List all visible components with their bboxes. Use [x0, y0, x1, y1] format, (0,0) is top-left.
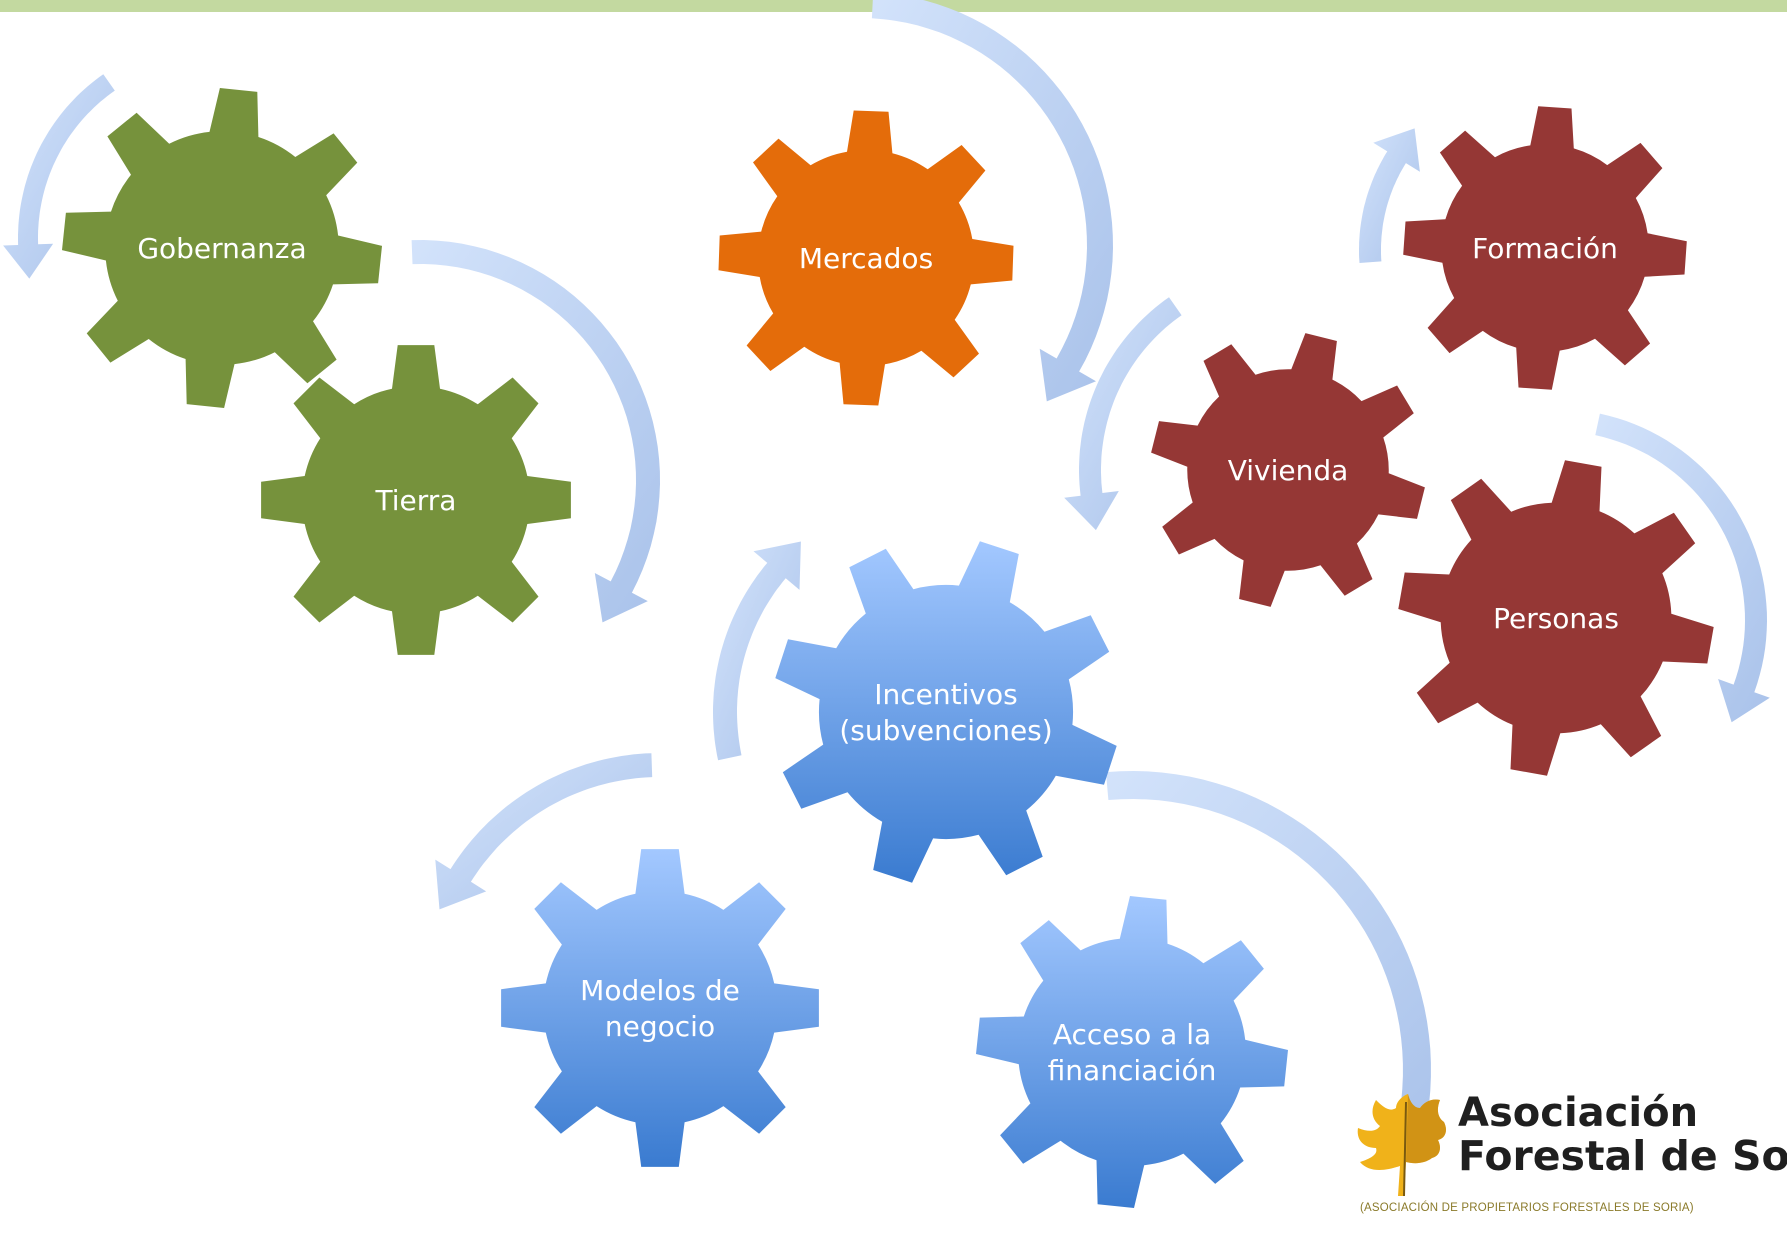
arrow-personas-icon: [1595, 413, 1770, 723]
gear-label-modelos: Modelos de: [580, 974, 740, 1007]
gear-icon: [62, 88, 382, 408]
gear-icon: [1398, 460, 1714, 776]
gear-tierra: Tierra: [261, 345, 571, 655]
arrow-incentivos-icon: [713, 541, 801, 761]
arrow-formacion-icon: [1359, 128, 1420, 263]
cycle-arrows: [3, 0, 1770, 1137]
association-logo: Asociación Forestal de Soria (ASOCIACIÓN…: [1348, 1090, 1787, 1232]
arrow-mercados-icon: [871, 0, 1113, 402]
gear-icon: [1151, 333, 1425, 607]
gear-personas: Personas: [1398, 460, 1714, 776]
arrow-gobernanza-icon: [3, 74, 115, 279]
gear-label-mercados: Mercados: [799, 242, 933, 275]
gear-label-tierra: Tierra: [375, 484, 457, 517]
gear-icon: [775, 541, 1117, 883]
arrow-vivienda-icon: [1064, 297, 1182, 531]
logo-title-line2: Forestal de Soria: [1458, 1132, 1787, 1180]
logo-tagline: (ASOCIACIÓN DE PROPIETARIOS FORESTALES D…: [1360, 1202, 1694, 1214]
gear-label-modelos: negocio: [605, 1010, 715, 1043]
gear-label-acceso: Acceso a la: [1053, 1018, 1211, 1051]
arrow-acceso-icon: [1105, 771, 1445, 1137]
gear-label-incentivos: Incentivos: [874, 678, 1017, 711]
gear-vivienda: Vivienda: [1151, 333, 1425, 607]
gear-mercados: Mercados: [718, 110, 1014, 406]
logo-title-line1: Asociación: [1458, 1090, 1699, 1136]
gear-label-gobernanza: Gobernanza: [137, 232, 306, 265]
gear-icon: [1403, 106, 1687, 390]
arrow-modelos-icon: [435, 753, 653, 910]
arrow-tierra-icon: [411, 240, 660, 623]
gear-icon: [501, 849, 819, 1167]
gear-formacion: Formación: [1403, 106, 1687, 390]
gear-incentivos: Incentivos(subvenciones): [775, 541, 1117, 883]
gear-icon: [976, 896, 1288, 1208]
gear-icon: [718, 110, 1014, 406]
gear-label-personas: Personas: [1493, 602, 1619, 635]
oak-leaf-icon: [1357, 1094, 1446, 1197]
gear-icon: [261, 345, 571, 655]
gear-label-incentivos: (subvenciones): [839, 714, 1052, 747]
gear-label-vivienda: Vivienda: [1228, 454, 1349, 487]
gear-label-formacion: Formación: [1472, 232, 1618, 265]
gear-label-acceso: financiación: [1048, 1054, 1217, 1087]
gear-gobernanza: Gobernanza: [62, 88, 382, 408]
